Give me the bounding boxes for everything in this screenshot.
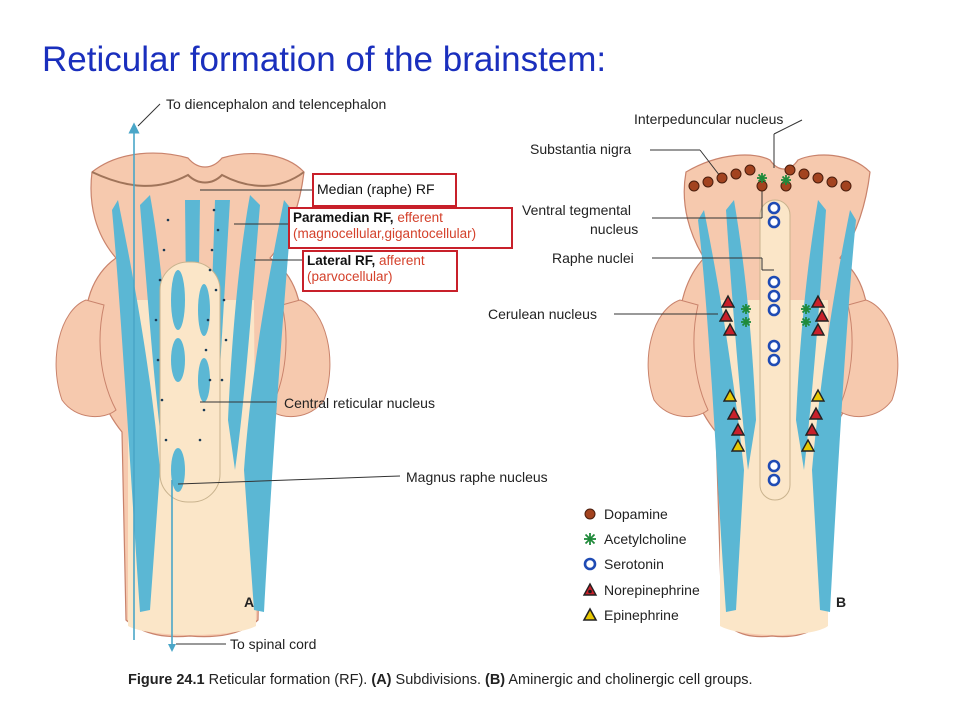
acetylcholine-marker xyxy=(801,304,811,314)
figure-caption: Figure 24.1 Reticular formation (RF). (A… xyxy=(128,672,753,688)
serotonin-marker xyxy=(767,353,781,367)
acetylcholine-marker xyxy=(757,173,767,183)
acetylcholine-marker xyxy=(801,317,811,327)
norepinephrine-marker xyxy=(810,322,826,336)
dopamine-marker xyxy=(716,172,728,184)
epinephrine-marker xyxy=(800,438,816,452)
label-to-spinal-cord: To spinal cord xyxy=(230,636,317,652)
panel-letter-b: B xyxy=(836,594,847,610)
norepinephrine-marker xyxy=(804,422,820,436)
norepinephrine-marker xyxy=(810,294,826,308)
norepinephrine-marker xyxy=(718,308,734,322)
dopamine-dot-icon xyxy=(584,508,596,520)
caption-text-3: Aminergic and cholinergic cell groups. xyxy=(508,672,753,688)
label-magnus-raphe: Magnus raphe nucleus xyxy=(406,469,548,485)
acetylcholine-marker xyxy=(781,175,791,185)
label-central-reticular: Central reticular nucleus xyxy=(284,395,435,411)
slide-title: Reticular formation of the brainstem: xyxy=(42,40,607,79)
acetylcholine-marker xyxy=(741,317,751,327)
epinephrine-marker xyxy=(722,388,738,402)
epinephrine-triangle-icon xyxy=(582,607,598,621)
acetylcholine-marker xyxy=(741,304,751,314)
dopamine-marker xyxy=(826,176,838,188)
median-rf-label: Median (raphe) RF xyxy=(317,181,435,197)
norepinephrine-triangle-icon xyxy=(582,582,598,596)
dopamine-marker xyxy=(784,164,796,176)
panel-letter-a: A xyxy=(244,594,255,610)
dopamine-marker xyxy=(688,180,700,192)
median-rf-box: Median (raphe) RF xyxy=(312,173,457,207)
serotonin-marker xyxy=(767,339,781,353)
serotonin-marker xyxy=(767,473,781,487)
paramedian-rf-head: Paramedian RF, xyxy=(293,210,394,225)
label-substantia-nigra: Substantia nigra xyxy=(530,141,632,157)
acetylcholine-asterisk-icon xyxy=(584,533,596,545)
serotonin-marker xyxy=(767,289,781,303)
lateral-rf-detail: (parvocellular) xyxy=(307,269,393,284)
epinephrine-marker xyxy=(810,388,826,402)
serotonin-marker xyxy=(767,459,781,473)
serotonin-marker xyxy=(767,303,781,317)
paramedian-rf-box: Paramedian RF, efferent (magnocellular,g… xyxy=(288,207,513,249)
lateral-rf-box: Lateral RF, afferent (parvocellular) xyxy=(302,250,458,292)
label-interpeduncular: Interpeduncular nucleus xyxy=(634,111,784,127)
paramedian-rf-detail: (magnocellular,gigantocellular) xyxy=(293,226,477,241)
legend-label-serotonin: Serotonin xyxy=(604,556,664,572)
dopamine-marker xyxy=(730,168,742,180)
epinephrine-marker xyxy=(730,438,746,452)
caption-text-2: Subdivisions. xyxy=(395,672,481,688)
legend-label-epinephrine: Epinephrine xyxy=(604,607,679,623)
label-to-diencephalon: To diencephalon and telencephalon xyxy=(166,96,387,112)
cell-group-markers xyxy=(688,164,852,487)
legend-label-norepinephrine: Norepinephrine xyxy=(604,582,700,598)
serotonin-marker xyxy=(767,215,781,229)
dopamine-marker xyxy=(744,164,756,176)
legend-label-acetylcholine: Acetylcholine xyxy=(604,531,687,547)
dopamine-marker xyxy=(840,180,852,192)
caption-fig-number: Figure 24.1 xyxy=(128,672,205,688)
serotonin-ring-icon xyxy=(583,557,597,571)
lateral-rf-type: afferent xyxy=(379,253,425,268)
caption-b: (B) xyxy=(485,672,506,688)
paramedian-rf-type: efferent xyxy=(397,210,443,225)
label-ventral-tegmental-2: nucleus xyxy=(590,221,639,237)
brainstem-a xyxy=(55,103,401,652)
norepinephrine-marker xyxy=(720,294,736,308)
dopamine-marker xyxy=(702,176,714,188)
norepinephrine-marker xyxy=(814,308,830,322)
caption-text-1: Reticular formation (RF). xyxy=(208,672,368,688)
lateral-rf-head: Lateral RF, xyxy=(307,253,376,268)
serotonin-marker xyxy=(767,275,781,289)
serotonin-marker xyxy=(767,201,781,215)
caption-a: (A) xyxy=(371,672,392,688)
dopamine-marker xyxy=(812,172,824,184)
norepinephrine-marker xyxy=(808,406,824,420)
norepinephrine-marker xyxy=(726,406,742,420)
dopamine-marker xyxy=(798,168,810,180)
label-ventral-tegmental-1: Ventral tegmental xyxy=(522,202,631,218)
legend-icons xyxy=(582,508,598,621)
label-cerulean-nucleus: Cerulean nucleus xyxy=(488,306,597,322)
legend-label-dopamine: Dopamine xyxy=(604,506,668,522)
label-raphe-nuclei: Raphe nuclei xyxy=(552,250,634,266)
norepinephrine-marker xyxy=(722,322,738,336)
norepinephrine-marker xyxy=(730,422,746,436)
